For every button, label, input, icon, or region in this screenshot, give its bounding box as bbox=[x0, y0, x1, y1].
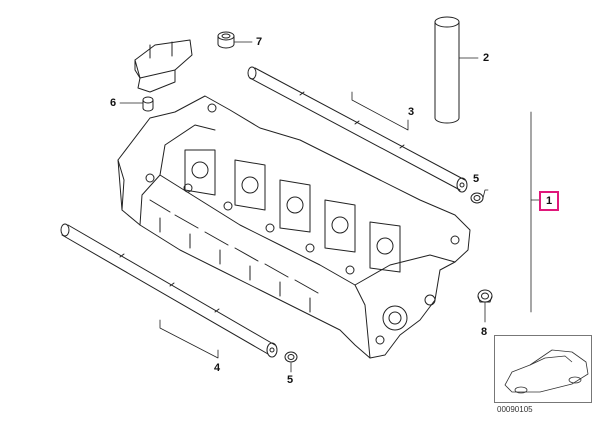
callout-7: 7 bbox=[256, 36, 263, 48]
lower-rocker-shaft bbox=[60, 223, 278, 358]
sleeve-tube bbox=[434, 16, 460, 124]
callout-1-highlighted: 1 bbox=[539, 191, 559, 211]
callout-5-upper: 5 bbox=[473, 173, 480, 185]
bearing-cap bbox=[134, 39, 193, 112]
callout-3: 3 bbox=[408, 106, 415, 118]
plug-lower bbox=[284, 351, 298, 363]
callout-8: 8 bbox=[481, 326, 488, 338]
leader-lines bbox=[119, 41, 541, 373]
seal bbox=[477, 289, 493, 303]
grommet bbox=[217, 31, 235, 49]
reference-code: 00090105 bbox=[497, 405, 533, 414]
upper-rocker-shaft bbox=[247, 66, 468, 193]
callout-5-lower: 5 bbox=[287, 374, 294, 386]
callout-6: 6 bbox=[110, 97, 117, 109]
plug-upper bbox=[470, 192, 484, 204]
cylinder-head bbox=[117, 95, 471, 359]
callout-2: 2 bbox=[483, 52, 490, 64]
vehicle-thumbnail bbox=[494, 335, 592, 403]
callout-4: 4 bbox=[214, 362, 221, 374]
